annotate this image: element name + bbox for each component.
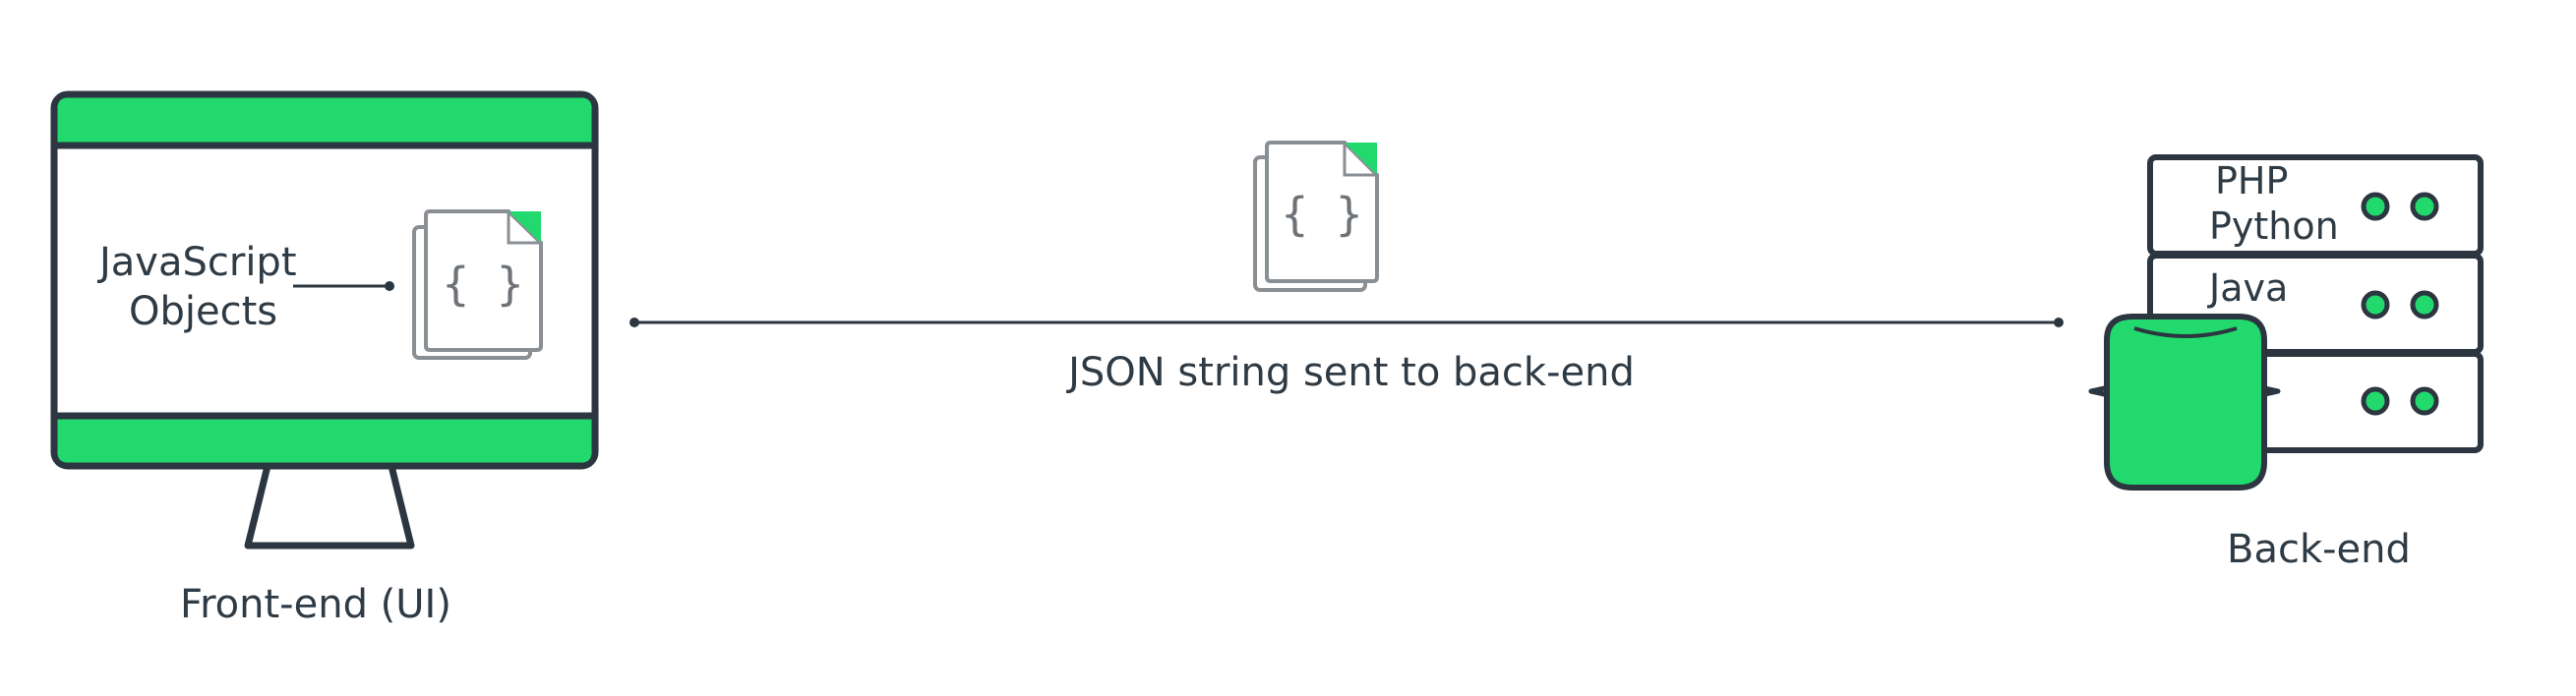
json-blob-icon (2088, 314, 2281, 491)
server-row-2-label-line1: Java (2207, 266, 2288, 310)
frontend-label: Front-end (UI) (180, 582, 451, 627)
monitor-illustration (50, 90, 599, 550)
json-braces-glyph: { } (442, 258, 523, 311)
objects-connector-dot (385, 281, 394, 291)
transfer-label: JSON string sent to back-end (1065, 350, 1635, 395)
server-row-2-lights (2361, 290, 2439, 319)
transfer-start-dot (629, 318, 639, 327)
monitor-top-bar (57, 97, 592, 145)
server-row-3-lights (2361, 386, 2439, 416)
server-row-1-label-line2: Python (2209, 204, 2339, 248)
transfer-json-braces-glyph: { } (1281, 188, 1362, 241)
transfer-end-dot (2054, 318, 2064, 327)
javascript-objects-label-line2: Objects (129, 289, 277, 334)
monitor-bottom-bar (57, 416, 592, 463)
server-row-1-label-line1: PHP (2215, 159, 2288, 203)
monitor-stand (244, 465, 415, 550)
server-row-1-lights (2361, 192, 2439, 221)
javascript-objects-label-line1: JavaScript (96, 240, 297, 285)
json-document-icon: { } (412, 209, 543, 360)
transfer-json-document-icon: { } (1253, 141, 1379, 292)
server-stack-illustration (2088, 154, 2484, 491)
backend-label: Back-end (2227, 527, 2411, 572)
monitor-frame (50, 90, 599, 470)
